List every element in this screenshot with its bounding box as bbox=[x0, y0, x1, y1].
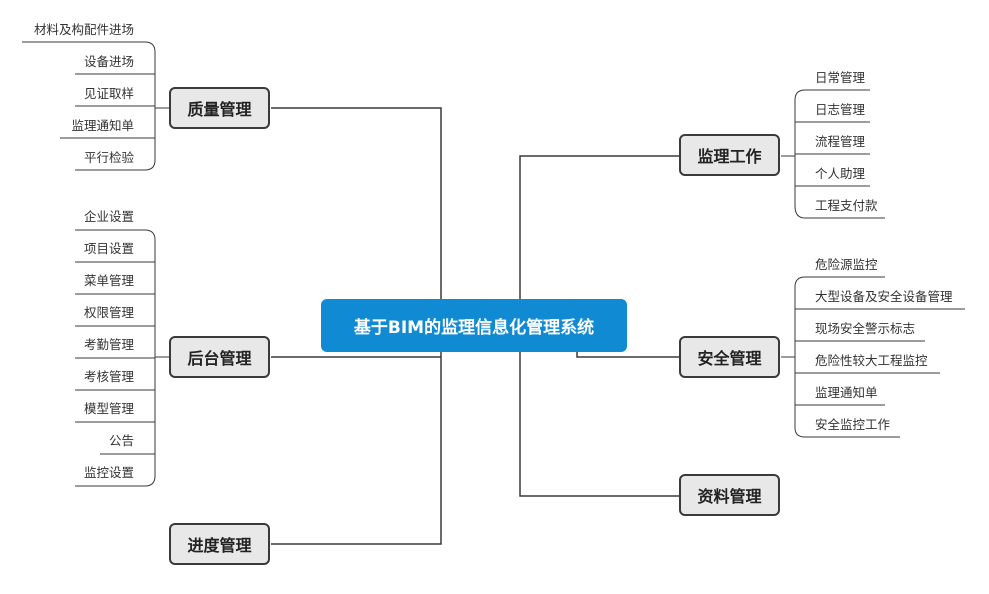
topic-safety[interactable]: 安全管理 bbox=[679, 336, 780, 378]
leaf-quality-2[interactable]: 设备进场 bbox=[83, 54, 134, 69]
topic-backend[interactable]: 后台管理 bbox=[169, 336, 270, 378]
leaf-backend-9[interactable]: 监控设置 bbox=[83, 465, 134, 480]
connector-progress bbox=[271, 352, 442, 545]
leaf-backend-7[interactable]: 模型管理 bbox=[83, 401, 134, 416]
leaf-safety-1[interactable]: 危险源监控 bbox=[815, 257, 878, 272]
leaf-backend-6[interactable]: 考核管理 bbox=[83, 369, 134, 384]
leaf-supervision-1[interactable]: 日常管理 bbox=[815, 70, 866, 85]
leaf-safety-2[interactable]: 大型设备及安全设备管理 bbox=[815, 289, 953, 304]
connector-docs bbox=[519, 352, 679, 497]
leaf-safety-6[interactable]: 安全监控工作 bbox=[815, 417, 891, 432]
topic-docs[interactable]: 资料管理 bbox=[679, 474, 780, 516]
connector-safety bbox=[576, 352, 679, 358]
leaf-safety-5[interactable]: 监理通知单 bbox=[815, 385, 878, 400]
leaf-safety-4[interactable]: 危险性较大工程监控 bbox=[815, 353, 928, 368]
leaf-backend-1[interactable]: 企业设置 bbox=[83, 209, 134, 224]
leaf-backend-3[interactable]: 菜单管理 bbox=[83, 273, 134, 288]
leaf-backend-4[interactable]: 权限管理 bbox=[83, 305, 134, 320]
leaf-supervision-2[interactable]: 日志管理 bbox=[815, 102, 866, 117]
leaf-quality-4[interactable]: 监理通知单 bbox=[71, 118, 134, 133]
topic-progress[interactable]: 进度管理 bbox=[169, 523, 270, 565]
leaf-quality-1[interactable]: 材料及构配件进场 bbox=[33, 22, 134, 37]
leaf-supervision-5[interactable]: 工程支付款 bbox=[815, 198, 878, 213]
leaf-backend-2[interactable]: 项目设置 bbox=[83, 241, 134, 256]
topic-quality[interactable]: 质量管理 bbox=[169, 87, 270, 129]
topic-supervision[interactable]: 监理工作 bbox=[679, 134, 780, 176]
leaf-quality-3[interactable]: 见证取样 bbox=[83, 86, 134, 101]
central-topic[interactable]: 基于BIM的监理信息化管理系统 bbox=[321, 299, 627, 352]
leaf-supervision-3[interactable]: 流程管理 bbox=[815, 134, 866, 149]
leaf-backend-5[interactable]: 考勤管理 bbox=[83, 337, 134, 352]
leaf-safety-3[interactable]: 现场安全警示标志 bbox=[815, 321, 916, 336]
connector-quality bbox=[271, 107, 442, 299]
leaf-quality-5[interactable]: 平行检验 bbox=[83, 150, 134, 165]
leaf-supervision-4[interactable]: 个人助理 bbox=[815, 166, 866, 181]
connector-supervision bbox=[519, 155, 679, 299]
leaf-backend-8[interactable]: 公告 bbox=[108, 433, 134, 448]
